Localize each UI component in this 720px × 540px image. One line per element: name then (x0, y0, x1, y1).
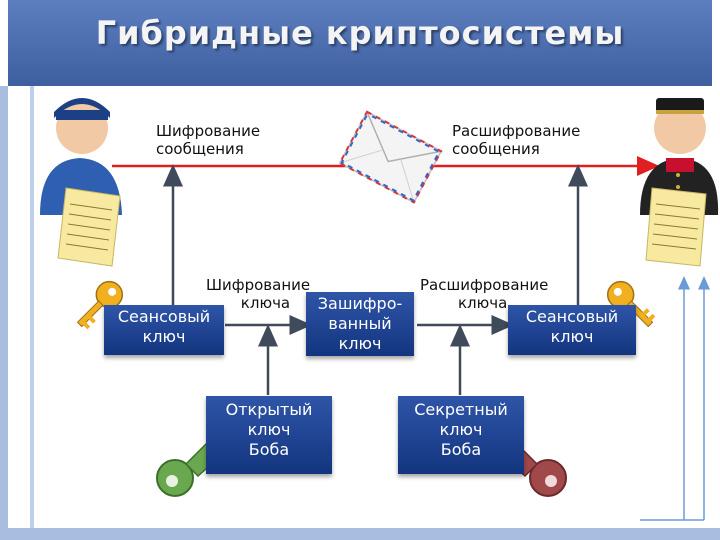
secret-key-box: Секретный ключ Боба (398, 396, 524, 474)
encrypt-key-label: Шифрование ключа (206, 276, 311, 312)
left-rail (0, 86, 8, 540)
encrypt-message-label: Шифрование сообщения (156, 122, 261, 158)
title-bar (8, 0, 712, 86)
bottom-rail (0, 528, 720, 540)
encrypted-key-box: Зашифро- ванный ключ (306, 292, 414, 356)
left-line (30, 86, 34, 540)
session-key-right-box: Сеансовый ключ (508, 305, 636, 355)
gold-key-left-icon (76, 280, 124, 330)
decrypt-message-label: Расшифрование сообщения (452, 122, 581, 158)
document-right-icon (645, 187, 707, 267)
slide-title: Гибридные криптосистемы (95, 14, 625, 52)
public-key-box: Открытый ключ Боба (206, 396, 332, 474)
document-left-icon (57, 187, 121, 267)
session-key-left-box: Сеансовый ключ (104, 305, 224, 355)
envelope-icon (338, 110, 443, 204)
decrypt-key-label: Расшифрование ключа (420, 276, 549, 312)
